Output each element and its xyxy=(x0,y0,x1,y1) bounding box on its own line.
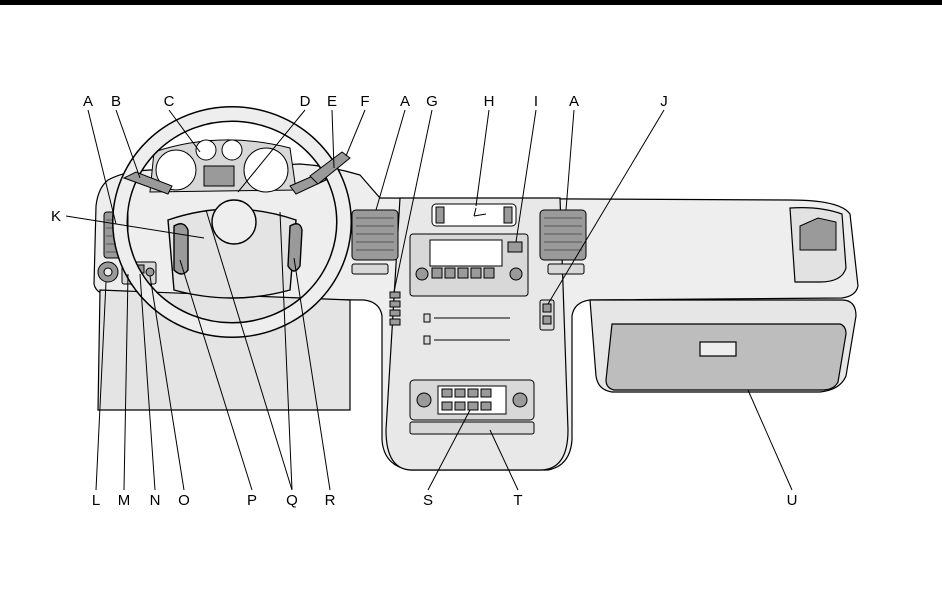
callout-q: Q xyxy=(286,492,298,509)
callout-j: J xyxy=(660,93,668,110)
callout-k: K xyxy=(51,208,61,225)
air-vent-left-center xyxy=(352,210,398,260)
lower-storage-panel xyxy=(410,422,534,434)
analog-clock xyxy=(432,204,516,226)
callout-labels-side: K xyxy=(51,208,61,225)
callout-g: G xyxy=(426,93,438,110)
switch-blank-left xyxy=(352,264,388,274)
callout-h: H xyxy=(484,93,495,110)
callout-b: B xyxy=(111,93,121,110)
callout-m: M xyxy=(118,492,131,509)
callout-labels-bottom: L M N O P Q R S T U xyxy=(92,492,798,509)
glove-box xyxy=(606,324,846,390)
callout-l: L xyxy=(92,492,100,509)
callout-u: U xyxy=(787,492,798,509)
callout-a-center: A xyxy=(400,93,410,110)
callout-r: R xyxy=(325,492,336,509)
callout-e: E xyxy=(327,93,337,110)
climate-control xyxy=(410,380,534,420)
passenger-switches xyxy=(540,300,554,330)
headlamp-switch xyxy=(98,262,118,282)
callout-i: I xyxy=(534,93,538,110)
callout-f: F xyxy=(360,93,369,110)
callout-p: P xyxy=(247,492,257,509)
callout-t: T xyxy=(513,492,522,509)
callout-s: S xyxy=(423,492,433,509)
callout-d: D xyxy=(300,93,311,110)
callout-a-right: A xyxy=(569,93,579,110)
audio-system xyxy=(410,234,528,296)
callout-a-left: A xyxy=(83,93,93,110)
callout-n: N xyxy=(150,492,161,509)
callout-o: O xyxy=(178,492,190,509)
switch-blank-right xyxy=(548,264,584,274)
callout-labels-top: A B C D E F A G H I A J xyxy=(83,93,668,110)
callout-c: C xyxy=(164,93,175,110)
